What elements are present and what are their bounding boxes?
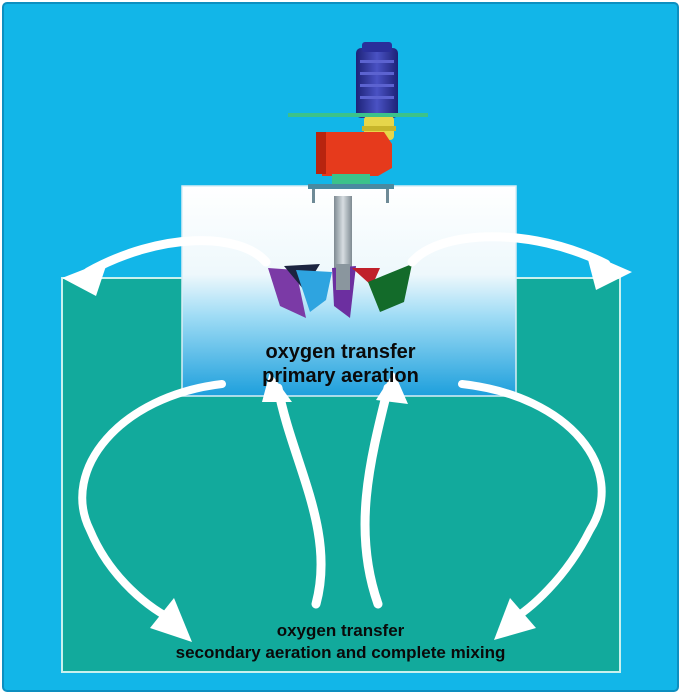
primary-label-line2: primary aeration — [262, 365, 419, 387]
secondary-aeration-label: oxygen transfer secondary aeration and c… — [0, 620, 681, 664]
platform-leg-right — [386, 189, 389, 203]
primary-label-line1: oxygen transfer — [265, 341, 416, 363]
motor-fins — [360, 60, 394, 63]
mounting-plate — [288, 113, 428, 117]
motor-fins-2 — [360, 72, 394, 75]
arrowhead-left-surface — [62, 260, 108, 296]
primary-aeration-label: oxygen transfer primary aeration — [0, 340, 681, 388]
flow-arrow-icon — [78, 232, 611, 626]
arrowhead-right-surface — [586, 252, 632, 290]
motor-fins-4 — [360, 96, 394, 99]
blade-blue — [296, 270, 332, 312]
arrowheads — [62, 252, 632, 642]
arrowhead-right-loop — [494, 598, 536, 640]
drive-platform — [308, 184, 394, 189]
surface-arrow-left — [83, 236, 271, 277]
platform-leg-left — [312, 189, 315, 203]
secondary-label-line1: oxygen transfer — [276, 621, 405, 640]
gearbox-shade — [316, 132, 326, 174]
upflow-arrow-right — [360, 383, 393, 609]
blade-green — [368, 264, 412, 312]
secondary-label-line2: secondary aeration and complete mixing — [175, 643, 506, 662]
impeller-icon — [268, 264, 412, 318]
gearbox-icon — [308, 132, 394, 203]
motor-fins-3 — [360, 84, 394, 87]
aerator-shaft — [334, 196, 352, 286]
arrowhead-up-right — [376, 372, 408, 404]
upflow-arrow-left — [273, 383, 326, 609]
surface-arrow-right — [407, 232, 611, 269]
motor-body — [356, 48, 398, 118]
motor-cap — [362, 42, 392, 52]
arrowhead-left-loop — [150, 598, 192, 642]
loop-arrow-left — [78, 380, 226, 626]
gearbox-base — [332, 174, 370, 184]
arrowhead-up-left — [262, 372, 292, 402]
loop-arrow-right — [458, 380, 606, 626]
impeller-hub — [336, 264, 350, 290]
coupling-ring — [362, 126, 396, 131]
gearbox-body — [322, 132, 392, 176]
